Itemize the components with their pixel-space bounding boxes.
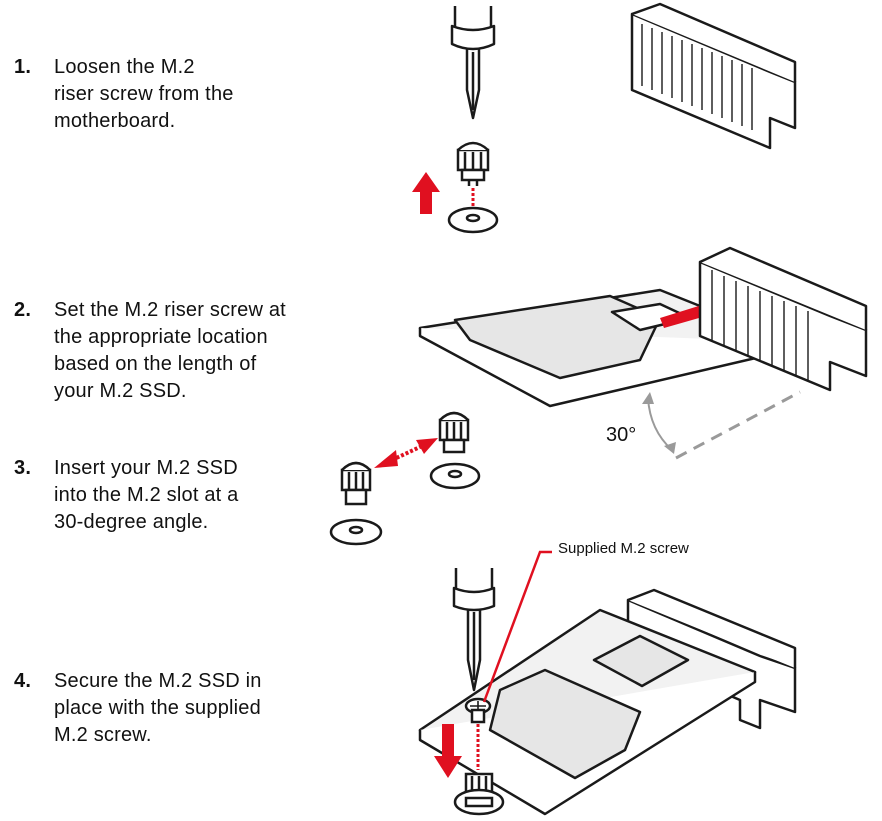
washer-icon: [447, 206, 499, 234]
washer-icon: [429, 462, 481, 490]
step-text: Set the M.2 riser screw at the appropria…: [54, 299, 286, 402]
riser-screw-icon: [456, 141, 490, 186]
m2-ssd-icon: [418, 608, 757, 816]
step-number: 4.: [14, 670, 32, 692]
callout-leader: [482, 550, 552, 703]
washer-icon: [329, 518, 383, 546]
step-number: 1.: [14, 56, 32, 78]
riser-screw-icon: [340, 461, 372, 506]
screwdriver-icon: [452, 568, 496, 692]
m2-slot-icon: [698, 246, 868, 392]
step-number: 2.: [14, 299, 32, 321]
up-arrow-icon: [412, 172, 440, 214]
m2-screw-icon: [464, 697, 492, 724]
double-arrow-icon: [374, 438, 438, 468]
step-text: Secure the M.2 SSD in place with the sup…: [54, 670, 262, 746]
angle-label: 30°: [606, 424, 637, 446]
step-text: Loosen the M.2 riser screw from the moth…: [54, 56, 234, 132]
m2-slot-icon: [630, 2, 797, 150]
step-number: 3.: [14, 457, 32, 479]
riser-screw-icon: [453, 772, 505, 816]
angle-arrow-icon: [664, 442, 676, 454]
step-text: Insert your M.2 SSD into the M.2 slot at…: [54, 457, 239, 533]
supplied-screw-label: Supplied M.2 screw: [558, 540, 689, 557]
angle-dash-line: [675, 390, 801, 460]
riser-screw-icon: [438, 411, 470, 454]
screwdriver-icon: [450, 6, 496, 120]
angle-arrow-icon: [642, 392, 654, 404]
down-arrow-icon: [434, 724, 462, 778]
